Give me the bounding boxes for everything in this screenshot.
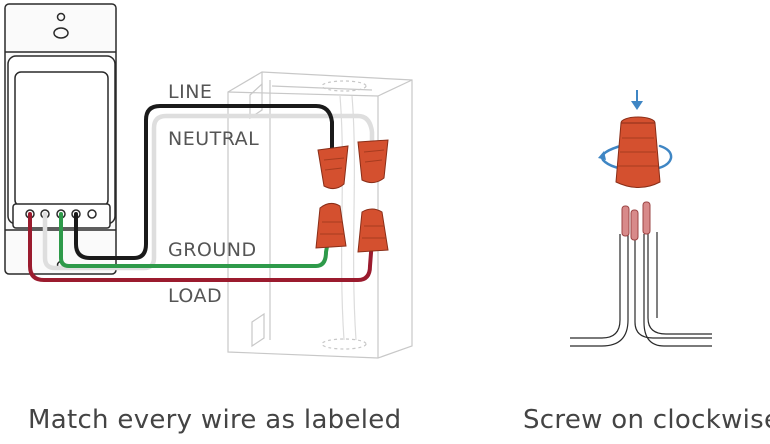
wire-nut-large [615,116,661,188]
mounting-screw-top [53,12,69,39]
down-arrow-icon [631,90,643,110]
line-wire [74,104,334,260]
load-wire [28,212,374,282]
wire-nut [357,139,389,184]
caption-left: Match every wire as labeled [28,405,402,435]
wire-nut [315,202,347,249]
ground-wire [59,212,332,268]
caption-right: Screw on clockwise [523,405,770,435]
wire-nut [357,208,389,253]
load-label: LOAD [168,285,222,307]
neutral-label: NEUTRAL [168,128,259,150]
neutral-wire [42,113,375,271]
rotate-arrowhead-icon [598,151,606,160]
ground-label: GROUND [168,239,257,261]
stripped-wires [570,201,712,347]
wire-nut [317,145,349,190]
line-label: LINE [168,81,212,103]
